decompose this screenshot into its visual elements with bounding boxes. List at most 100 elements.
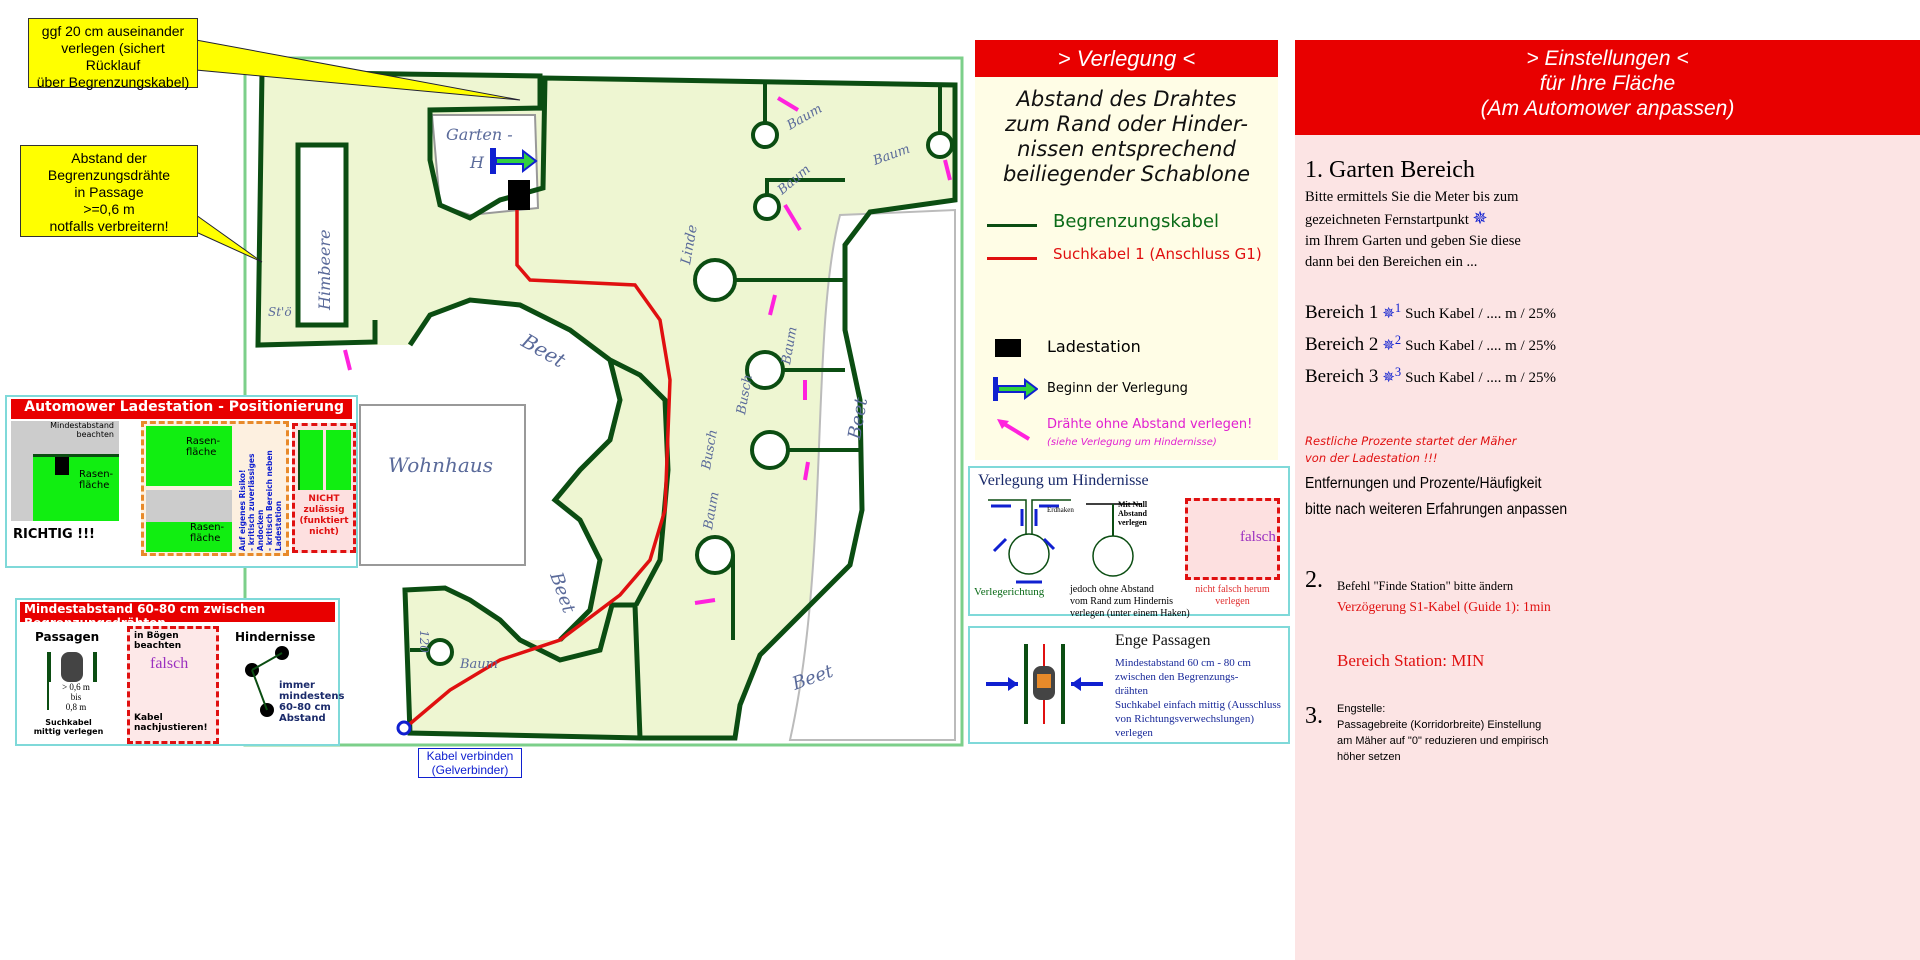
bereich-row: Bereich 2 ✵2 Such Kabel / .... m / 25% <box>1305 327 1556 359</box>
obstacle-diagram <box>245 646 289 717</box>
text: am Mäher auf "0" reduzieren und empirisc… <box>1337 735 1549 747</box>
label-beet: Beet <box>545 569 580 617</box>
connector-icon <box>396 720 412 736</box>
legend-no-gap: Drähte ohne Abstand verlegen! <box>1047 417 1253 432</box>
callout-line: ggf 20 cm auseinander <box>41 23 185 39</box>
star-icon: ✵3 <box>1382 365 1402 386</box>
connector-label-line: (Gelverbinder) <box>431 763 509 777</box>
text: 0,8 m <box>65 702 87 712</box>
lawn <box>326 430 351 490</box>
text: immer <box>279 680 315 691</box>
nicht-label: NICHT zulässig(funktiert nicht) <box>295 494 353 538</box>
star-icon: ✵ <box>1472 208 1488 228</box>
label-gartenhaus: Garten - <box>446 125 513 144</box>
boundary-wire <box>261 69 958 741</box>
ladestation-inset: Automower Ladestation - Positionierung M… <box>5 395 358 568</box>
direction-label: Verlegerichtung <box>974 586 1045 598</box>
legend-station: Ladestation <box>1047 337 1141 356</box>
legend-start: Beginn der Verlegung <box>1047 381 1188 396</box>
text: > 0,6 m <box>62 682 90 692</box>
lawn: Rasen-fläche <box>146 426 232 486</box>
obstacle-wiring-diagram <box>988 499 1141 584</box>
no-gap-legend-icon <box>997 419 1031 441</box>
mindestabstand-inset: Mindestabstand 60-80 cm zwischen Begrenz… <box>15 598 345 746</box>
text: höher setzen <box>1337 751 1401 763</box>
callout-return-path: ggf 20 cm auseinander verlegen (sichert … <box>28 18 198 90</box>
text: verlegen (unter einem Haken) <box>1070 608 1190 619</box>
star-number: 1 <box>1394 301 1402 315</box>
label-gartenhaus-2: H <box>469 153 485 172</box>
bereich-row: Bereich 1 ✵1 Such Kabel / .... m / 25% <box>1305 295 1556 327</box>
text: zwischen den Begrenzungs- <box>1115 671 1239 683</box>
callout-line: Begrenzungsdrähte <box>47 167 171 183</box>
text: 60-80 cm <box>279 702 331 713</box>
text: Suchkabel <box>45 718 92 727</box>
bereich-label: Bereich 1 <box>1305 302 1379 323</box>
himbeere-bed <box>295 142 349 328</box>
text: Abstand <box>279 713 326 724</box>
no-gap-arrows <box>343 96 952 605</box>
bereich-label: Bereich 2 <box>1305 334 1379 355</box>
text: Bitte ermittels Sie die Meter bis zum <box>1305 189 1519 205</box>
text: Passagebreite (Korridorbreite) Einstellu… <box>1337 719 1542 731</box>
star-icon: ✵2 <box>1382 333 1402 354</box>
section-3-text: Engstelle:Passagebreite (Korridorbreite)… <box>1337 701 1548 765</box>
richtig-label: RICHTIG !!! <box>13 527 95 542</box>
section-2-delay: Verzögerung S1-Kabel (Guide 1): 1min <box>1337 599 1551 614</box>
risk-note: Auf eigenes Risiko!- kritisch zuverlässi… <box>238 426 283 551</box>
text: bitte nach weiteren Erfahrungen anpassen <box>1305 501 1568 518</box>
text: Abstand des Drahtes <box>1016 87 1237 111</box>
bereich-list: Bereich 1 ✵1 Such Kabel / .... m / 25% B… <box>1305 295 1556 391</box>
text: Mit Null <box>1118 500 1148 509</box>
text: drähten <box>1115 685 1148 697</box>
text: vom Rand zum Hindernis <box>1070 596 1174 607</box>
start-legend-icon <box>993 377 1038 401</box>
text: Abstand <box>1118 509 1147 518</box>
lawn <box>298 430 323 490</box>
text: Mindestabstand 60 cm - 80 cm <box>1115 657 1251 669</box>
text: gezeichneten Fernstartpunkt <box>1305 212 1469 228</box>
label-baum: Baum <box>701 491 723 532</box>
text: im Ihrem Garten und geben Sie diese <box>1305 233 1521 249</box>
boundary-legend-line <box>987 224 1037 227</box>
lawn-2: Rasen-fläche <box>146 490 232 552</box>
text: Rasen- <box>79 469 114 480</box>
label-st: St'ö <box>268 305 292 319</box>
text: (Am Automower anpassen) <box>1480 97 1735 120</box>
hindernisse-inset: Verlegung um Hindernisse Erdhaken Mit Nu… <box>968 466 1290 619</box>
callout-line: in Passage <box>74 184 144 200</box>
label-baum: Baum <box>779 326 801 367</box>
guide-legend-line <box>987 257 1037 260</box>
legend-no-gap-note: (siehe Verlegung um Hindernisse) <box>1047 437 1217 448</box>
text: nissen entsprechend <box>1017 137 1236 161</box>
einstellungen-header: > Einstellungen <für Ihre Fläche(Am Auto… <box>1295 40 1920 135</box>
text: - kritisch Bereich neben Ladestation <box>265 450 283 551</box>
wrong-wiring-example: falsch <box>1185 498 1280 580</box>
hindernisse-label: Hindernisse <box>235 630 316 644</box>
label-distance: 120 <box>417 630 431 653</box>
text: beachten <box>76 430 115 439</box>
callout-line: Abstand der <box>71 150 147 166</box>
text: Kabel <box>134 713 163 723</box>
label-himbeere: Himbeere <box>315 229 334 311</box>
label-baum: Baum <box>459 657 498 672</box>
legend-boundary: Begrenzungskabel <box>1053 211 1220 232</box>
bereich-value: Such Kabel / .... m / 25% <box>1405 306 1556 322</box>
connector-label: Kabel verbinden (Gelverbinder) <box>418 748 522 778</box>
text: Mindestabstand <box>50 421 114 430</box>
text: nicht falsch herum <box>1195 584 1270 595</box>
star-number: 3 <box>1394 365 1402 379</box>
callout-line: verlegen (sichert Rücklauf <box>61 40 165 73</box>
label-linde: Linde <box>678 223 701 266</box>
falsch-label: falsch <box>150 655 189 672</box>
text: mittig verlegen <box>33 727 104 736</box>
text: NICHT zulässig <box>303 494 345 515</box>
tree-markers <box>410 80 954 666</box>
text: zum Rand oder Hinder- <box>1005 112 1248 136</box>
